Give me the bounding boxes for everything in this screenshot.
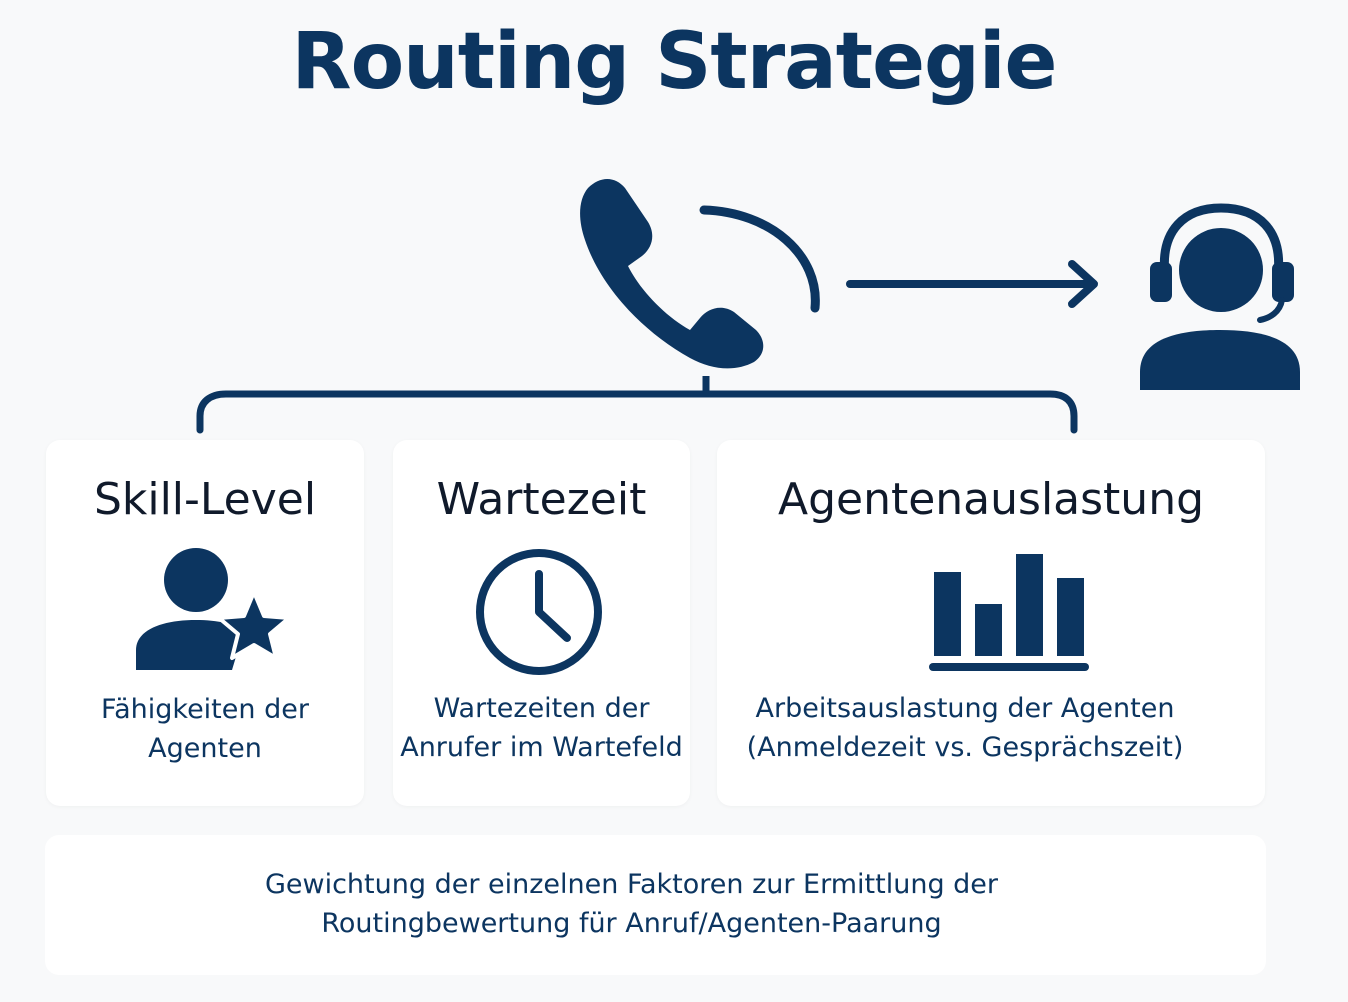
page-title: Routing Strategie: [291, 17, 1058, 107]
user-star-icon: [136, 548, 291, 670]
connector-bracket: [196, 376, 1078, 434]
weighting-summary-box: Gewichtung der einzelnen Faktoren zur Er…: [45, 835, 1266, 975]
card-title: Wartezeit: [436, 474, 647, 525]
phone-icon: [580, 179, 820, 369]
card-wartezeit: Wartezeit Wartezeiten der Anrufer im War…: [393, 440, 690, 806]
card-skill-level: Skill-Level Fähigkeiten der Agenten: [46, 440, 364, 806]
card-description: Fähigkeiten der Agenten: [101, 694, 309, 764]
clock-icon: [476, 549, 602, 675]
weighting-summary-text: Gewichtung der einzelnen Faktoren zur Er…: [264, 869, 999, 939]
card-title: Skill-Level: [93, 474, 317, 525]
card-title: Agentenauslastung: [777, 474, 1205, 525]
card-description: Wartezeiten der Anrufer im Wartefeld: [400, 693, 683, 763]
card-agentenauslastung: Agentenauslastung Arbeitsauslastung der …: [717, 440, 1265, 806]
agent-headset-icon: [1140, 203, 1300, 390]
arrow-right-icon: [846, 260, 1098, 308]
bar-chart-icon: [929, 554, 1089, 671]
card-description: Arbeitsauslastung der Agenten (Anmeldeze…: [746, 693, 1184, 763]
